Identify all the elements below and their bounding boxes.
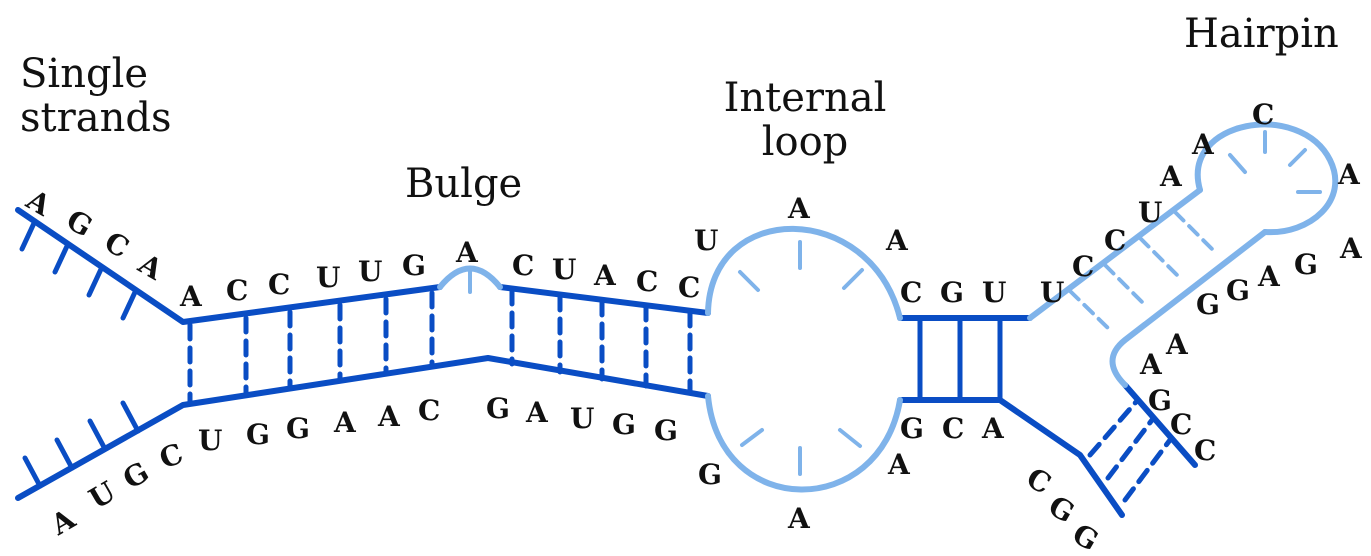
nucleotide: G bbox=[486, 392, 510, 425]
nucleotide: U bbox=[982, 276, 1006, 309]
single-strand-top-ticks bbox=[19, 218, 139, 321]
nucleotide: U bbox=[570, 402, 594, 435]
nucleotide: A bbox=[455, 236, 479, 269]
nucleotide: C bbox=[1170, 408, 1192, 441]
nucleotide: U bbox=[1040, 276, 1064, 309]
nucleotide: U bbox=[83, 475, 121, 516]
nucleotide: A bbox=[377, 400, 401, 433]
hairpin-loop bbox=[1194, 121, 1339, 236]
hairpin-stem-pairs bbox=[1068, 210, 1217, 332]
nucleotide: C bbox=[1194, 434, 1216, 467]
nucleotide: A bbox=[787, 502, 811, 535]
nucleotide: C bbox=[942, 412, 964, 445]
hairpin-label: Hairpin bbox=[1184, 11, 1339, 57]
helix4-backbone bbox=[1122, 382, 1198, 468]
helix4-base-pairs bbox=[1087, 399, 1173, 503]
single-strand-bottom-ticks bbox=[22, 400, 141, 489]
nucleotide: A bbox=[1165, 328, 1189, 361]
nucleotide: A bbox=[787, 192, 811, 225]
helix3-base-pairs bbox=[917, 317, 1003, 401]
nucleotide: G bbox=[940, 276, 964, 309]
hairpin-stem-top bbox=[1027, 187, 1203, 321]
nucleotide: C bbox=[636, 265, 658, 298]
nucleotide: G bbox=[246, 418, 270, 451]
nucleotide: A bbox=[1159, 160, 1183, 193]
nucleotide: C bbox=[1252, 98, 1274, 131]
single-strands-label: Single strands bbox=[20, 52, 171, 140]
helix3-bottom-backbone bbox=[897, 397, 1125, 518]
nucleotide: G bbox=[402, 249, 426, 282]
nucleotide: C bbox=[1104, 224, 1126, 257]
nucleotide: G bbox=[1294, 248, 1318, 281]
nucleotide: A bbox=[1257, 260, 1281, 293]
hairpin-loop-ticks bbox=[1228, 130, 1322, 194]
nucleotide: U bbox=[358, 255, 382, 288]
nucleotide: G bbox=[900, 412, 924, 445]
internal-loop-bottom bbox=[705, 393, 903, 493]
nucleotide: U bbox=[552, 253, 576, 286]
nucleotide: A bbox=[1139, 348, 1163, 381]
nucleotide: G bbox=[1043, 489, 1080, 530]
nucleotide: C bbox=[512, 249, 534, 282]
nucleotide: C bbox=[155, 437, 187, 476]
nucleotide: G bbox=[654, 414, 678, 447]
bottom-strand-nucleotides: A U G C U G G A A C G A U G G G A A G C … bbox=[44, 392, 1104, 556]
nucleotide: A bbox=[1339, 232, 1363, 265]
nucleotide: A bbox=[885, 224, 909, 257]
bulge-label: Bulge bbox=[405, 161, 523, 207]
nucleotide: G bbox=[286, 412, 310, 445]
internal-loop-ticks bbox=[738, 240, 864, 476]
nucleotide: A bbox=[981, 412, 1005, 445]
nucleotide: C bbox=[1072, 250, 1094, 283]
nucleotide: G bbox=[1148, 384, 1172, 417]
nucleotide: C bbox=[678, 271, 700, 304]
nucleotide: G bbox=[698, 458, 722, 491]
nucleotide: C bbox=[226, 274, 248, 307]
nucleotide: A bbox=[1191, 128, 1215, 161]
nucleotide: C bbox=[900, 276, 922, 309]
nucleotide: G bbox=[1226, 274, 1250, 307]
single-strands-label-line1: Single bbox=[20, 51, 149, 97]
nucleotide: A bbox=[1337, 158, 1361, 191]
nucleotide: C bbox=[418, 394, 440, 427]
nucleotide: G bbox=[61, 203, 98, 244]
nucleotide: A bbox=[179, 280, 203, 313]
nucleotide: A bbox=[132, 247, 169, 288]
nucleotide: G bbox=[117, 455, 154, 496]
internal-loop-label: Internal loop bbox=[700, 76, 910, 164]
nucleotide: C bbox=[268, 268, 290, 301]
nucleotide: A bbox=[525, 396, 549, 429]
nucleotide: C bbox=[1021, 461, 1057, 501]
nucleotide: U bbox=[198, 424, 222, 457]
top-strand-nucleotides: A G C A A C C U U G A C U A C C U A A C … bbox=[20, 98, 1363, 467]
hairpin-stem-bottom bbox=[1109, 229, 1268, 388]
nucleotide: G bbox=[1196, 288, 1220, 321]
top-single-strand-backbone bbox=[15, 207, 443, 325]
nucleotide: A bbox=[593, 259, 617, 292]
nucleotide: U bbox=[316, 261, 340, 294]
internal-loop-top bbox=[705, 225, 903, 321]
nucleotide: A bbox=[887, 448, 911, 481]
single-strands-label-line2: strands bbox=[20, 95, 172, 141]
nucleotide: A bbox=[333, 406, 357, 439]
internal-loop-label-line1: Internal bbox=[723, 75, 887, 121]
nucleotide: U bbox=[1138, 196, 1162, 229]
helix2-base-pairs bbox=[509, 287, 693, 396]
bottom-single-strand-backbone bbox=[15, 355, 711, 501]
nucleotide: A bbox=[44, 502, 81, 543]
nucleotide: G bbox=[612, 408, 636, 441]
internal-loop-label-line2: loop bbox=[761, 119, 849, 165]
nucleotide: U bbox=[694, 224, 718, 257]
helix1-base-pairs bbox=[187, 290, 435, 405]
nucleotide: C bbox=[99, 225, 135, 265]
nucleotide: G bbox=[1067, 517, 1104, 556]
